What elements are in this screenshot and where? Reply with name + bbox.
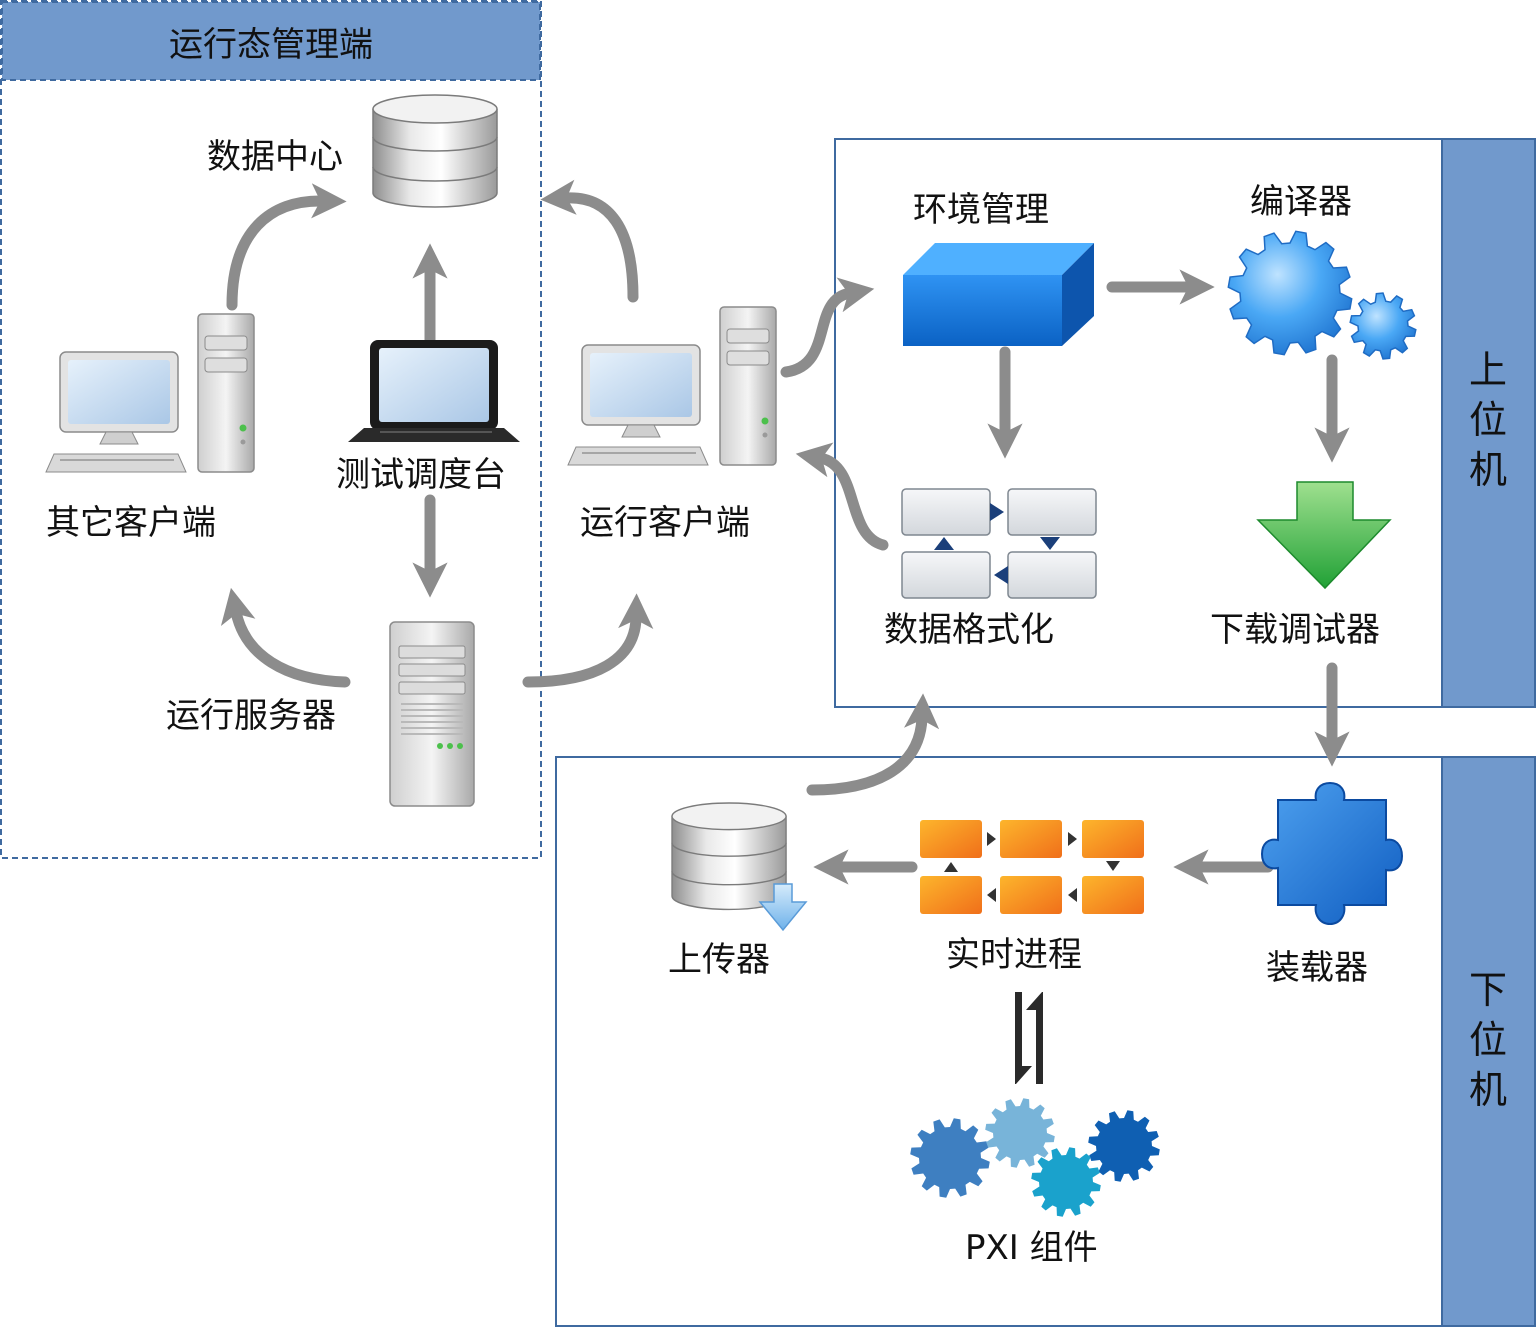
- green-download-arrow-icon: [1256, 481, 1392, 590]
- bidirectional-arrows-icon: [1015, 992, 1043, 1084]
- pxi-gear: [1088, 1110, 1160, 1182]
- arrow-server-to-run-client: [522, 593, 654, 688]
- loader-label: 装载器: [1266, 948, 1368, 988]
- small-gear: [1349, 292, 1417, 360]
- runtime-panel-header: [1, 1, 541, 81]
- host-side-char: 上: [1468, 348, 1507, 392]
- realtime-process-label: 实时进程: [946, 935, 1082, 975]
- other-client-label: 其它客户端: [46, 503, 216, 543]
- uploader-label: 上传器: [668, 940, 770, 980]
- database-icon: [372, 94, 498, 208]
- target-side-char: 机: [1468, 1068, 1507, 1112]
- puzzle-piece-icon: [1260, 781, 1404, 926]
- host-side-label: 上 位 机: [1442, 345, 1534, 495]
- env-manage-label: 环境管理: [913, 190, 1049, 230]
- runtime-panel-title: 运行态管理端: [169, 24, 373, 65]
- database-upload-icon: [671, 802, 808, 932]
- laptop-icon: [348, 340, 520, 442]
- target-side-label: 下 位 机: [1442, 965, 1534, 1115]
- server-tower-icon: [389, 621, 475, 807]
- host-side-char: 机: [1468, 448, 1507, 492]
- arrow-server-to-other-client: [220, 587, 351, 688]
- arrow-run-client-to-datacenter: [540, 179, 639, 303]
- pxi-label: PXI 组件: [965, 1228, 1098, 1268]
- target-side-bar: [1442, 758, 1534, 1325]
- download-debugger-label: 下载调试器: [1210, 610, 1380, 650]
- compiler-label: 编译器: [1250, 182, 1352, 222]
- pxi-gear: [985, 1098, 1055, 1168]
- run-client-label: 运行客户端: [580, 503, 750, 543]
- host-panel-frame: [834, 138, 1536, 708]
- process-flow-icon: [920, 820, 1144, 914]
- target-side-char: 下: [1468, 968, 1507, 1012]
- arrow-uploader-to-format: [806, 693, 940, 796]
- run-server-label: 运行服务器: [166, 696, 336, 736]
- runtime-panel-frame: [0, 0, 542, 859]
- arrow-other-client-to-datacenter: [226, 183, 347, 311]
- other-client-computer-icon: [45, 313, 255, 473]
- host-side-char: 位: [1468, 398, 1507, 442]
- data-format-grid-icon: [901, 488, 1097, 599]
- arrow-run-client-to-env: [780, 277, 875, 378]
- target-side-char: 位: [1468, 1018, 1507, 1062]
- pxi-gear: [910, 1118, 990, 1198]
- pxi-gears-icon: [910, 1098, 1160, 1217]
- arrow-format-to-run-client: [795, 442, 889, 551]
- data-center-label: 数据中心: [207, 137, 343, 177]
- blue-cube-icon: [903, 243, 1094, 346]
- large-gear: [1227, 230, 1353, 356]
- test-console-label: 测试调度台: [336, 455, 506, 495]
- data-format-label: 数据格式化: [884, 610, 1054, 650]
- run-client-computer-icon: [567, 306, 777, 466]
- host-side-bar: [1442, 140, 1534, 706]
- pxi-gear: [1031, 1147, 1101, 1217]
- gears-icon: [1227, 230, 1417, 360]
